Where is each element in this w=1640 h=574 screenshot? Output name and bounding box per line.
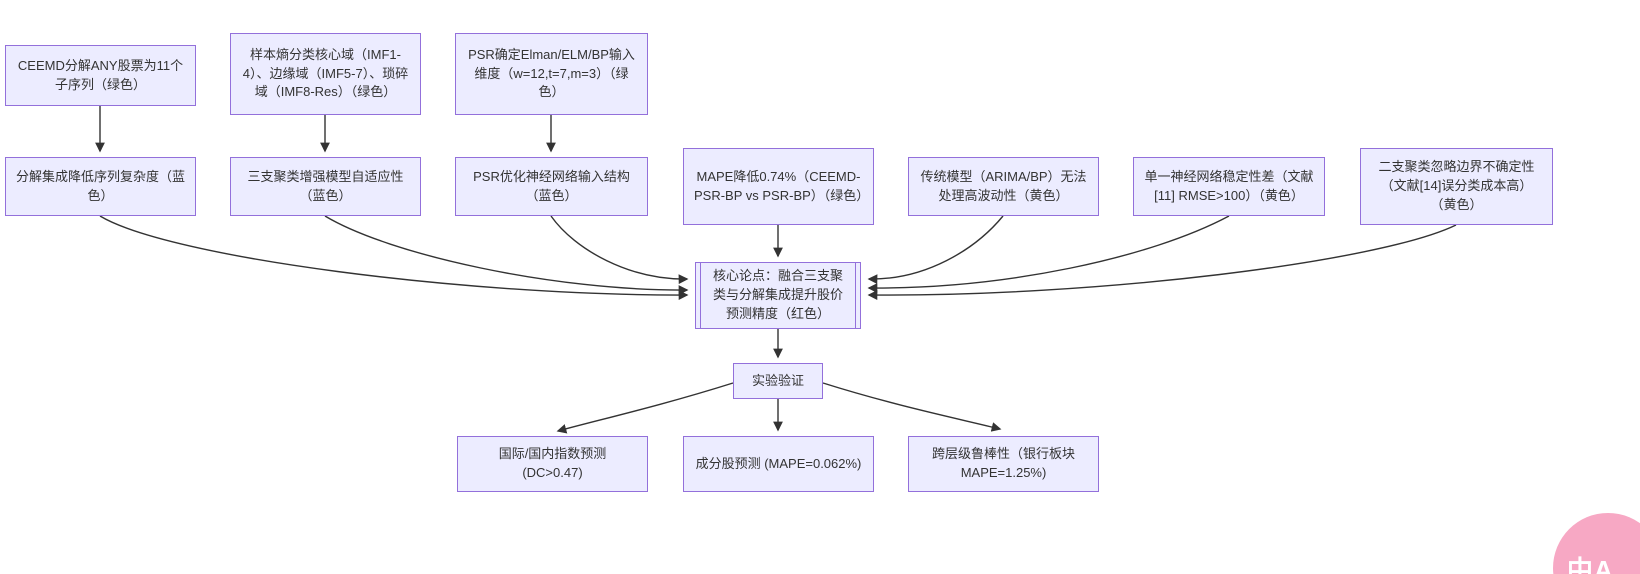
node-label: MAPE降低0.74%（CEEMD-PSR-BP vs PSR-BP）（绿色） [694, 168, 870, 203]
node-constituent-prediction: 成分股预测 (MAPE=0.062%) [683, 436, 874, 492]
node-traditional-model-limitation: 传统模型（ARIMA/BP）无法处理高波动性（黄色） [908, 157, 1099, 216]
node-label: CEEMD分解ANY股票为11个子序列（绿色） [17, 57, 184, 92]
node-index-prediction: 国际/国内指数预测 (DC>0.47) [457, 436, 648, 492]
node-label: 成分股预测 (MAPE=0.062%) [695, 455, 862, 471]
node-label: PSR确定Elman/ELM/BP输入维度（w=12,t=7,m=3）（绿色） [468, 46, 635, 100]
edge-decomp-to-core [99, 215, 689, 300]
edge-traditional-to-core [867, 215, 1004, 285]
node-label: 实验验证 [751, 372, 804, 388]
node-two-way-clustering-limitation: 二支聚类忽略边界不确定性（文献[14]误分类成本高）（黄色） [1360, 148, 1553, 225]
node-label: PSR优化神经网络输入结构（蓝色） [473, 168, 630, 203]
node-psr-optimization: PSR优化神经网络输入结构（蓝色） [455, 157, 648, 216]
node-label: 样本熵分类核心域（IMF1-4）、边缘域（IMF5-7）、琐碎域（IMF8-Re… [242, 46, 409, 100]
edge-experiment-to-robustness [822, 382, 1002, 432]
watermark-label: 中A [1567, 554, 1614, 574]
edge-singlenn-to-core [867, 215, 1230, 293]
node-label: 二支聚类忽略边界不确定性（文献[14]误分类成本高）（黄色） [1378, 159, 1535, 212]
edge-psropt-to-core [550, 215, 689, 285]
node-label: 单一神经网络稳定性差（文献[11] RMSE>100）（黄色） [1144, 168, 1314, 203]
node-label: 分解集成降低序列复杂度（蓝色） [16, 168, 186, 203]
node-experiment-validation: 实验验证 [733, 363, 823, 399]
edge-twoway-to-core [867, 224, 1457, 300]
node-label: 国际/国内指数预测 (DC>0.47) [498, 446, 607, 480]
node-label: 三支聚类增强模型自适应性（蓝色） [247, 168, 404, 203]
node-label: 核心论点：融合三支聚类与分解集成提升股价预测精度（红色） [712, 268, 843, 321]
edge-threeway-to-core [324, 215, 689, 295]
node-single-nn-limitation: 单一神经网络稳定性差（文献[11] RMSE>100）（黄色） [1133, 157, 1325, 216]
node-core-thesis: 核心论点：融合三支聚类与分解集成提升股价预测精度（红色） [695, 262, 861, 329]
node-decomposition-benefit: 分解集成降低序列复杂度（蓝色） [5, 157, 196, 216]
node-sample-entropy-classification: 样本熵分类核心域（IMF1-4）、边缘域（IMF5-7）、琐碎域（IMF8-Re… [230, 33, 421, 115]
node-label: 传统模型（ARIMA/BP）无法处理高波动性（黄色） [920, 168, 1087, 203]
node-psr-input-dimension: PSR确定Elman/ELM/BP输入维度（w=12,t=7,m=3）（绿色） [455, 33, 648, 115]
watermark-badge[interactable]: 中A [1553, 513, 1640, 574]
node-mape-improvement: MAPE降低0.74%（CEEMD-PSR-BP vs PSR-BP）（绿色） [683, 148, 874, 225]
node-ceemd-decomposition: CEEMD分解ANY股票为11个子序列（绿色） [5, 45, 196, 106]
edge-experiment-to-index [556, 382, 734, 434]
node-label: 跨层级鲁棒性（银行板块 MAPE=1.25%) [931, 446, 1075, 480]
node-three-way-clustering: 三支聚类增强模型自适应性（蓝色） [230, 157, 421, 216]
node-cross-level-robustness: 跨层级鲁棒性（银行板块 MAPE=1.25%) [908, 436, 1099, 492]
